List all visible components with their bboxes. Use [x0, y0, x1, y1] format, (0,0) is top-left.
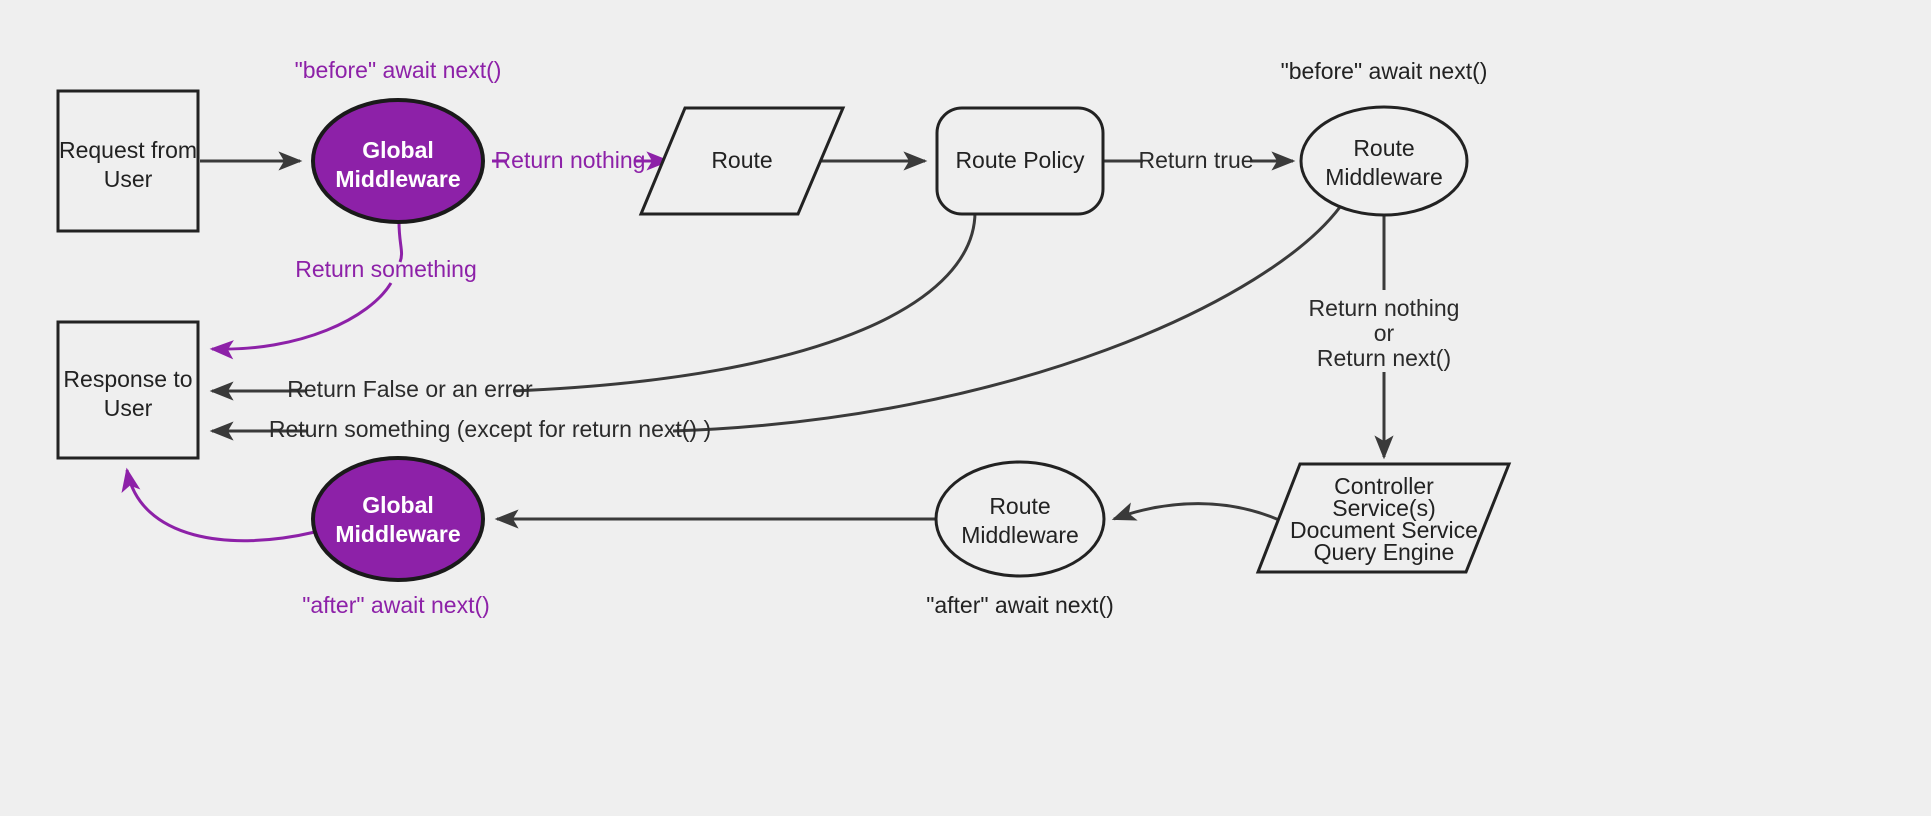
- node-route-middleware-bottom-line1: Route: [989, 493, 1050, 519]
- edge-label-return-false-or-error: Return False or an error: [287, 376, 533, 402]
- node-global-middleware-top-line1: Global: [362, 137, 434, 163]
- edge-controller-to-route-middleware-bottom: [1111, 502, 1291, 527]
- node-route-middleware-bottom-line2: Middleware: [961, 522, 1079, 548]
- node-controller-stack-line4: Query Engine: [1314, 539, 1455, 565]
- node-route-policy-label: Route Policy: [955, 147, 1085, 173]
- node-request-from-user-line1: Request from: [59, 137, 197, 163]
- node-controller-stack-line1: Controller: [1334, 473, 1434, 499]
- node-route-middleware-top-line2: Middleware: [1325, 164, 1443, 190]
- edge-label-return-something: Return something: [295, 256, 477, 282]
- annotation-before-await-next-top-left: "before" await next(): [295, 57, 502, 83]
- node-controller-stack-line3: Document Service: [1290, 517, 1478, 543]
- edge-label-return-nothing-or-next-line2: or: [1374, 320, 1395, 346]
- node-global-middleware-bottom-line2: Middleware: [335, 521, 460, 547]
- node-route-label: Route: [711, 147, 772, 173]
- node-request-from-user[interactable]: Request from User: [56, 89, 200, 233]
- edge-route-policy-to-response: [512, 211, 977, 393]
- node-global-middleware-top-line2: Middleware: [335, 166, 460, 192]
- node-route-middleware-bottom[interactable]: Route Middleware: [934, 460, 1106, 578]
- node-global-middleware-bottom[interactable]: Global Middleware: [311, 456, 485, 582]
- edge-label-return-true: Return true: [1138, 147, 1253, 173]
- edge-global-middleware-bottom-to-response: [121, 467, 316, 543]
- annotation-after-await-next-bottom-right: "after" await next(): [926, 592, 1114, 618]
- edge-label-return-nothing-or-next-line3: Return next(): [1317, 345, 1451, 371]
- annotation-after-await-next-bottom-left: "after" await next(): [302, 592, 490, 618]
- node-response-to-user-line1: Response to: [63, 366, 192, 392]
- node-route-middleware-top[interactable]: Route Middleware: [1299, 105, 1469, 217]
- node-response-to-user[interactable]: Response to User: [56, 320, 200, 460]
- node-response-to-user-line2: User: [104, 395, 153, 421]
- node-global-middleware-bottom-line1: Global: [362, 492, 434, 518]
- edge-global-middleware-to-response: [397, 221, 404, 263]
- edge-label-return-nothing: Return nothing: [495, 147, 646, 173]
- node-request-from-user-line2: User: [104, 166, 153, 192]
- node-global-middleware-top[interactable]: Global Middleware: [311, 98, 485, 224]
- node-controller-stack-line2: Service(s): [1332, 495, 1436, 521]
- annotation-before-await-next-top-right: "before" await next(): [1281, 58, 1488, 84]
- edge-label-return-nothing-or-next-line1: Return nothing: [1309, 295, 1460, 321]
- node-route-middleware-top-line1: Route: [1353, 135, 1414, 161]
- node-route[interactable]: Route: [638, 106, 846, 216]
- node-route-policy[interactable]: Route Policy: [935, 106, 1105, 216]
- edge-route-middleware-to-response: [672, 206, 1342, 433]
- edge-label-return-something-except-next: Return something (except for return next…: [269, 416, 711, 442]
- node-controller-stack[interactable]: Controller Service(s) Document Service Q…: [1255, 462, 1512, 574]
- edge-global-middleware-to-response-curve: [209, 282, 393, 360]
